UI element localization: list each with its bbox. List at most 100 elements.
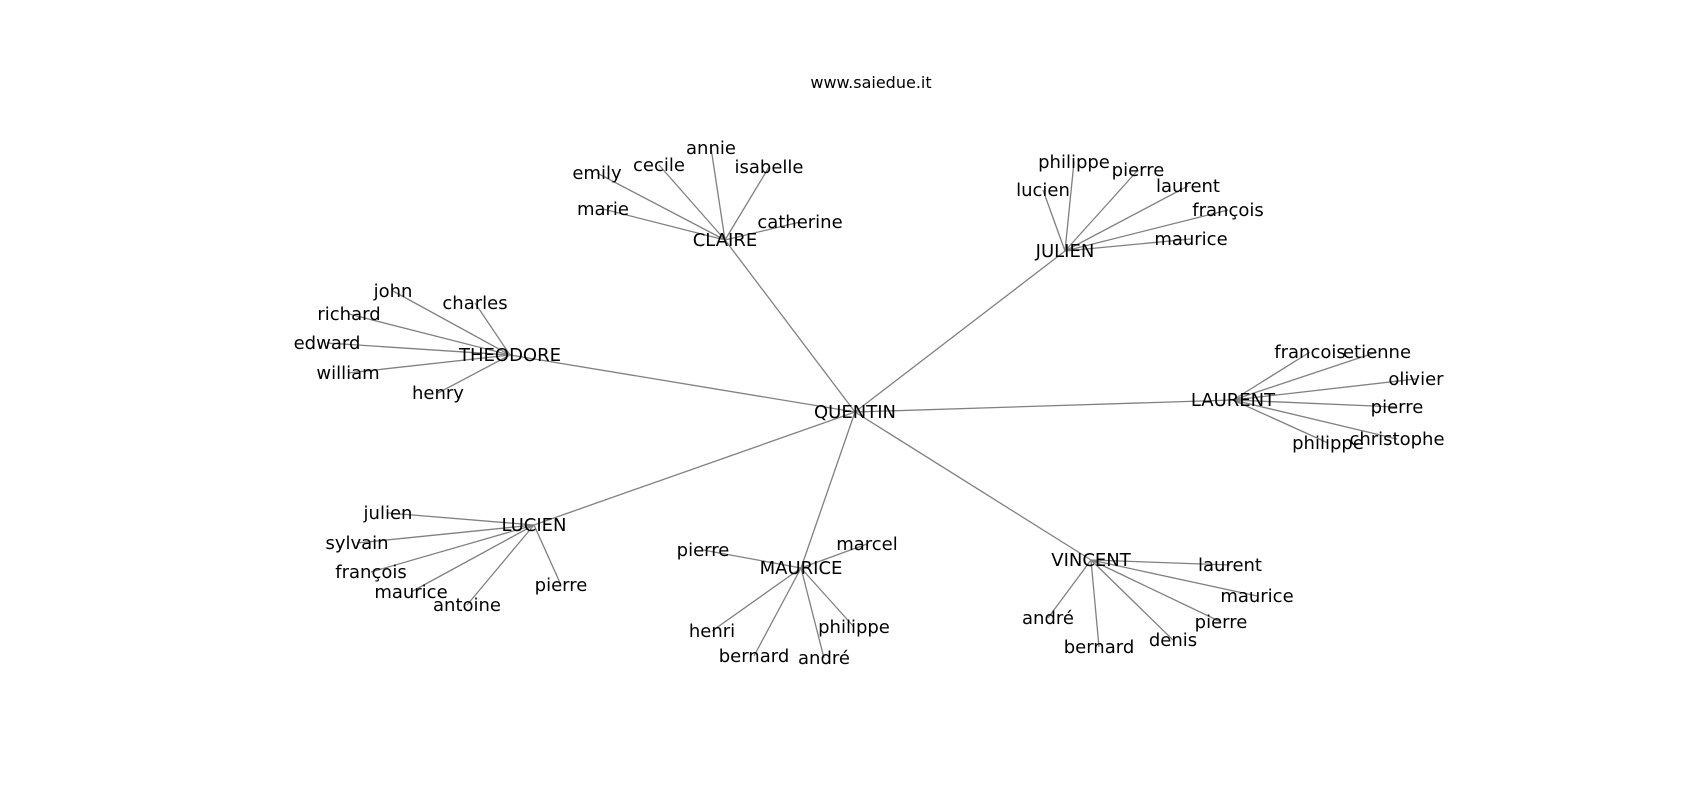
edge-claire-child bbox=[596, 172, 726, 241]
group-node-label: LAURENT bbox=[1191, 390, 1276, 411]
edge-vincent-child bbox=[1090, 559, 1174, 641]
leaf-node-label: marcel bbox=[836, 534, 898, 555]
leaf-node-label: richard bbox=[317, 304, 380, 325]
leaf-node-label: isabelle bbox=[735, 157, 804, 178]
edge-root-julien bbox=[854, 250, 1066, 413]
edge-theodore-child bbox=[437, 354, 511, 394]
leaf-node-label: philippe bbox=[1038, 152, 1110, 173]
edge-vincent-child bbox=[1090, 559, 1231, 566]
leaf-node-label: sylvain bbox=[325, 533, 388, 554]
edge-maurice-child bbox=[711, 567, 802, 632]
edge-julien-child bbox=[1064, 169, 1139, 252]
leaf-node-label: annie bbox=[686, 138, 736, 159]
leaf-node-label: bernard bbox=[719, 646, 790, 667]
edge-lucien-child bbox=[533, 524, 562, 586]
leaf-node-label: maurice bbox=[1154, 229, 1227, 250]
edge-lucien-child bbox=[387, 512, 535, 526]
edge-laurent-child bbox=[1232, 399, 1398, 440]
leaf-node-label: bernard bbox=[1064, 637, 1135, 658]
root-node-label: QUENTIN bbox=[814, 402, 896, 423]
edge-maurice-child bbox=[753, 567, 802, 657]
edge-theodore-child bbox=[347, 354, 511, 374]
group-node-label: THEODORE bbox=[458, 345, 561, 366]
edge-theodore-child bbox=[392, 290, 511, 356]
edge-lucien-child bbox=[370, 524, 535, 573]
edge-root-vincent bbox=[854, 411, 1092, 561]
edge-root-laurent bbox=[854, 399, 1234, 413]
edge-lucien-child bbox=[410, 524, 535, 593]
edge-laurent-child bbox=[1232, 351, 1378, 401]
edge-julien-child bbox=[1064, 185, 1189, 252]
leaf-node-label: francois bbox=[1274, 342, 1345, 363]
leaf-node-label: henry bbox=[412, 383, 464, 404]
group-node-label: LUCIEN bbox=[501, 515, 566, 536]
leaf-node-label: catherine bbox=[757, 212, 842, 233]
group-node-label: CLAIRE bbox=[693, 230, 758, 251]
site-title: www.saiedue.it bbox=[810, 73, 931, 92]
leaf-node-label: françois bbox=[335, 562, 406, 583]
leaf-node-label: christophe bbox=[1349, 429, 1444, 450]
leaf-node-label: pierre bbox=[1195, 612, 1248, 633]
edge-vincent-child bbox=[1090, 559, 1100, 648]
edge-claire-child bbox=[724, 221, 801, 241]
edge-julien-child bbox=[1042, 189, 1066, 252]
leaf-node-label: laurent bbox=[1156, 176, 1220, 197]
edge-claire-child bbox=[602, 208, 726, 241]
edge-root-theodore bbox=[509, 354, 856, 413]
leaf-node-label: pierre bbox=[1371, 397, 1424, 418]
leaf-node-label: etienne bbox=[1343, 342, 1411, 363]
leaf-node-label: pierre bbox=[535, 575, 588, 596]
edge-julien-child bbox=[1064, 161, 1075, 252]
edge-claire-child bbox=[724, 166, 770, 241]
edge-theodore-child bbox=[474, 302, 511, 356]
leaf-node-label: emily bbox=[572, 163, 622, 184]
leaf-node-label: julien bbox=[363, 503, 413, 524]
leaf-node-label: pierre bbox=[677, 540, 730, 561]
leaf-node-label: andré bbox=[798, 648, 850, 669]
edge-laurent-child bbox=[1232, 351, 1311, 401]
edge-julien-child bbox=[1064, 238, 1192, 252]
leaf-node-label: françois bbox=[1192, 200, 1263, 221]
edge-theodore-child bbox=[348, 313, 511, 356]
edge-laurent-child bbox=[1232, 399, 1329, 444]
leaf-node-label: maurice bbox=[1220, 586, 1293, 607]
edge-laurent-child bbox=[1232, 378, 1417, 401]
edge-laurent-child bbox=[1232, 399, 1398, 408]
edges-layer bbox=[326, 147, 1417, 659]
edge-lucien-child bbox=[466, 524, 535, 606]
leaf-node-label: john bbox=[373, 281, 413, 302]
leaf-node-label: andré bbox=[1022, 608, 1074, 629]
group-node-label: VINCENT bbox=[1051, 550, 1131, 571]
edge-vincent-child bbox=[1090, 559, 1258, 597]
leaf-node-label: cecile bbox=[633, 155, 685, 176]
leaf-node-label: olivier bbox=[1388, 369, 1444, 390]
leaf-node-label: lucien bbox=[1016, 180, 1070, 201]
edge-claire-child bbox=[658, 164, 726, 241]
edge-lucien-child bbox=[356, 524, 535, 544]
edge-theodore-child bbox=[326, 342, 511, 356]
edge-maurice-child bbox=[800, 567, 855, 628]
leaf-node-label: william bbox=[316, 363, 379, 384]
leaf-node-label: maurice bbox=[374, 582, 447, 603]
leaf-node-label: philippe bbox=[818, 617, 890, 638]
leaf-node-label: denis bbox=[1149, 630, 1197, 651]
edge-julien-child bbox=[1064, 209, 1229, 252]
leaf-node-label: henri bbox=[689, 621, 735, 642]
leaf-node-label: marie bbox=[577, 199, 629, 220]
edge-root-claire bbox=[724, 239, 856, 413]
group-node-label: JULIEN bbox=[1035, 241, 1095, 262]
leaf-node-label: charles bbox=[442, 293, 507, 314]
edge-maurice-child bbox=[800, 543, 868, 569]
leaf-node-label: philippe bbox=[1292, 433, 1364, 454]
group-node-label: MAURICE bbox=[760, 558, 843, 579]
leaf-node-label: antoine bbox=[433, 595, 501, 616]
leaf-node-label: laurent bbox=[1198, 555, 1262, 576]
edge-vincent-child bbox=[1090, 559, 1222, 623]
edge-maurice-child bbox=[702, 549, 802, 569]
edge-claire-child bbox=[710, 147, 726, 241]
edge-vincent-child bbox=[1047, 559, 1092, 619]
edge-root-lucien bbox=[533, 411, 856, 526]
leaf-node-label: pierre bbox=[1112, 160, 1165, 181]
